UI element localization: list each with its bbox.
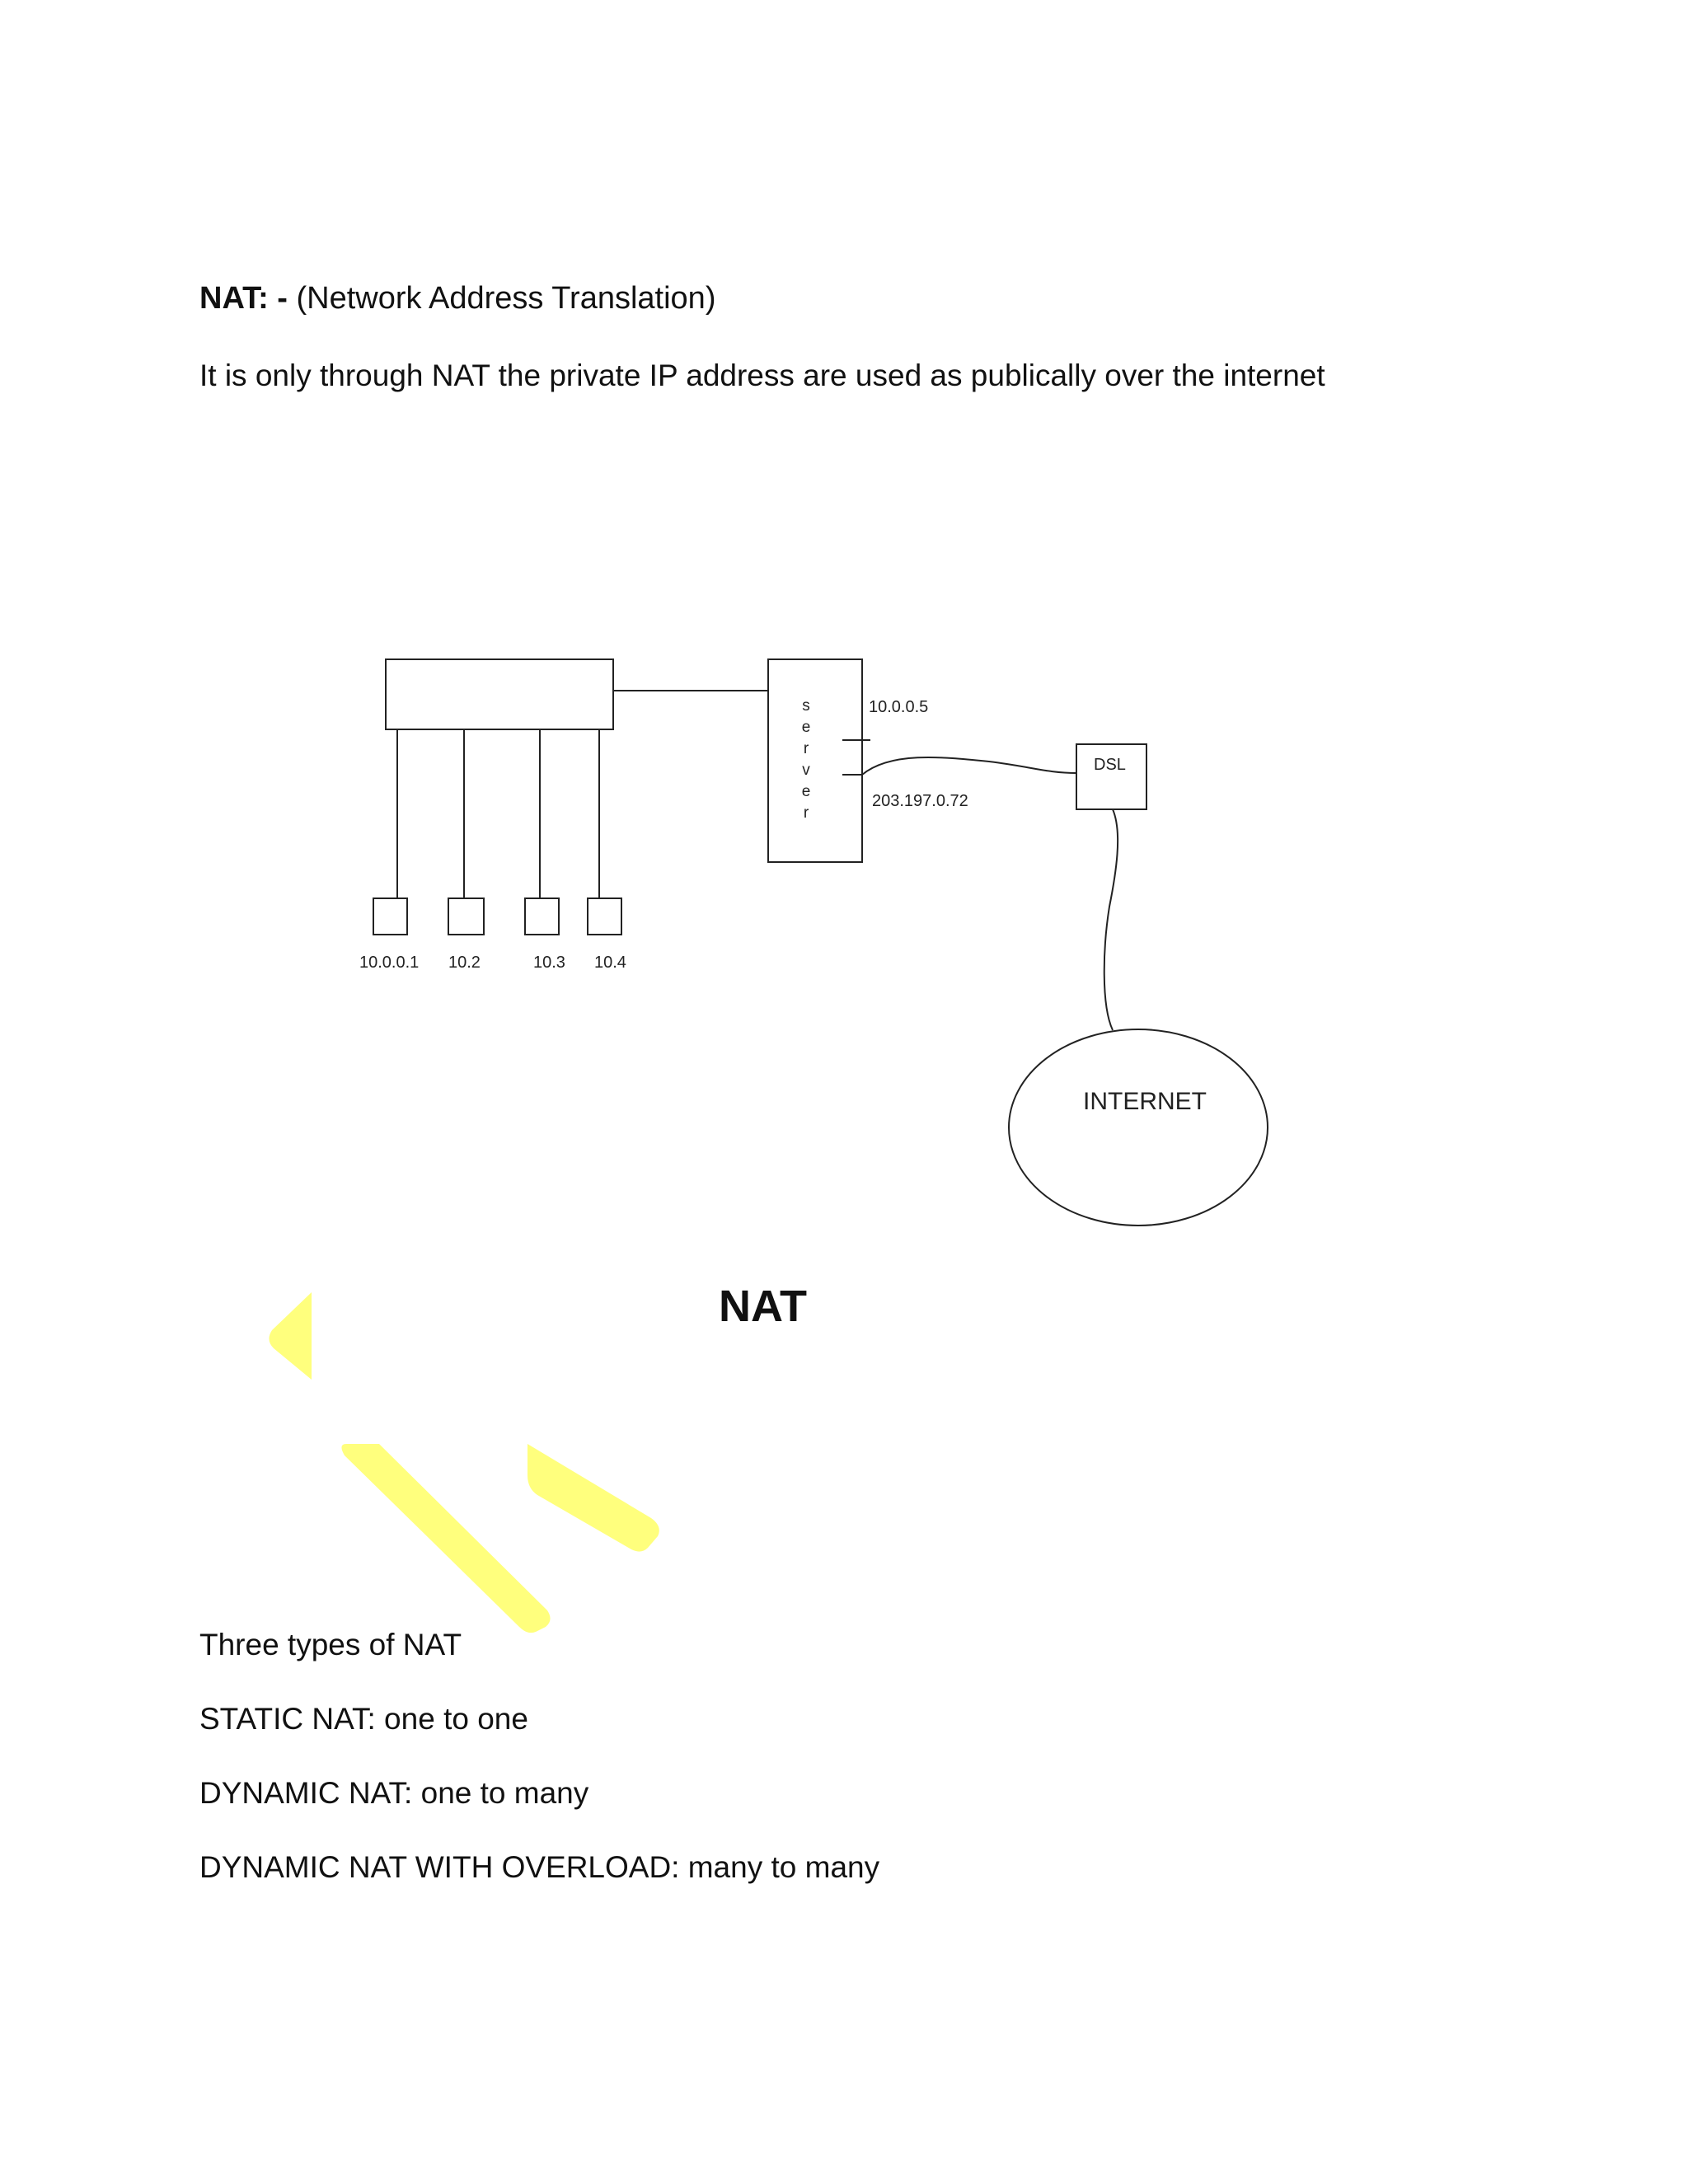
internet-ellipse: [1009, 1029, 1268, 1226]
dsl-label: DSL: [1094, 756, 1126, 774]
server-letter-2: e: [802, 719, 811, 736]
server-letter-5: e: [802, 783, 811, 800]
diagram-title: NAT: [719, 1277, 807, 1335]
server-letter-1: s: [802, 697, 810, 715]
type-item-dynamic: DYNAMIC NAT: one to many: [199, 1770, 588, 1816]
types-intro: Three types of NAT: [199, 1622, 462, 1668]
dsl-box: [1076, 744, 1146, 809]
host-ip-1: 10.0.0.1: [359, 954, 419, 972]
server-letter-6: r: [804, 804, 809, 822]
server-letter-4: v: [802, 762, 810, 779]
host-box-1: [373, 898, 407, 935]
host-box-3: [525, 898, 559, 935]
server-private-ip: 10.0.0.5: [869, 698, 928, 716]
internet-label: INTERNET: [1083, 1088, 1207, 1115]
host-box-4: [588, 898, 621, 935]
server-box: [768, 659, 862, 862]
type-item-overload: DYNAMIC NAT WITH OVERLOAD: many to many: [199, 1844, 879, 1891]
type-item-static: STATIC NAT: one to one: [199, 1696, 528, 1742]
server-public-ip: 203.197.0.72: [872, 792, 968, 810]
host-ip-4: 10.4: [594, 954, 626, 972]
server-dsl-link: [862, 757, 1076, 775]
host-box-2: [448, 898, 484, 935]
host-ip-2: 10.2: [448, 954, 481, 972]
hub-box: [386, 659, 613, 729]
host-ip-3: 10.3: [533, 954, 565, 972]
server-letter-3: r: [804, 740, 809, 757]
dsl-internet-link: [1104, 809, 1118, 1030]
